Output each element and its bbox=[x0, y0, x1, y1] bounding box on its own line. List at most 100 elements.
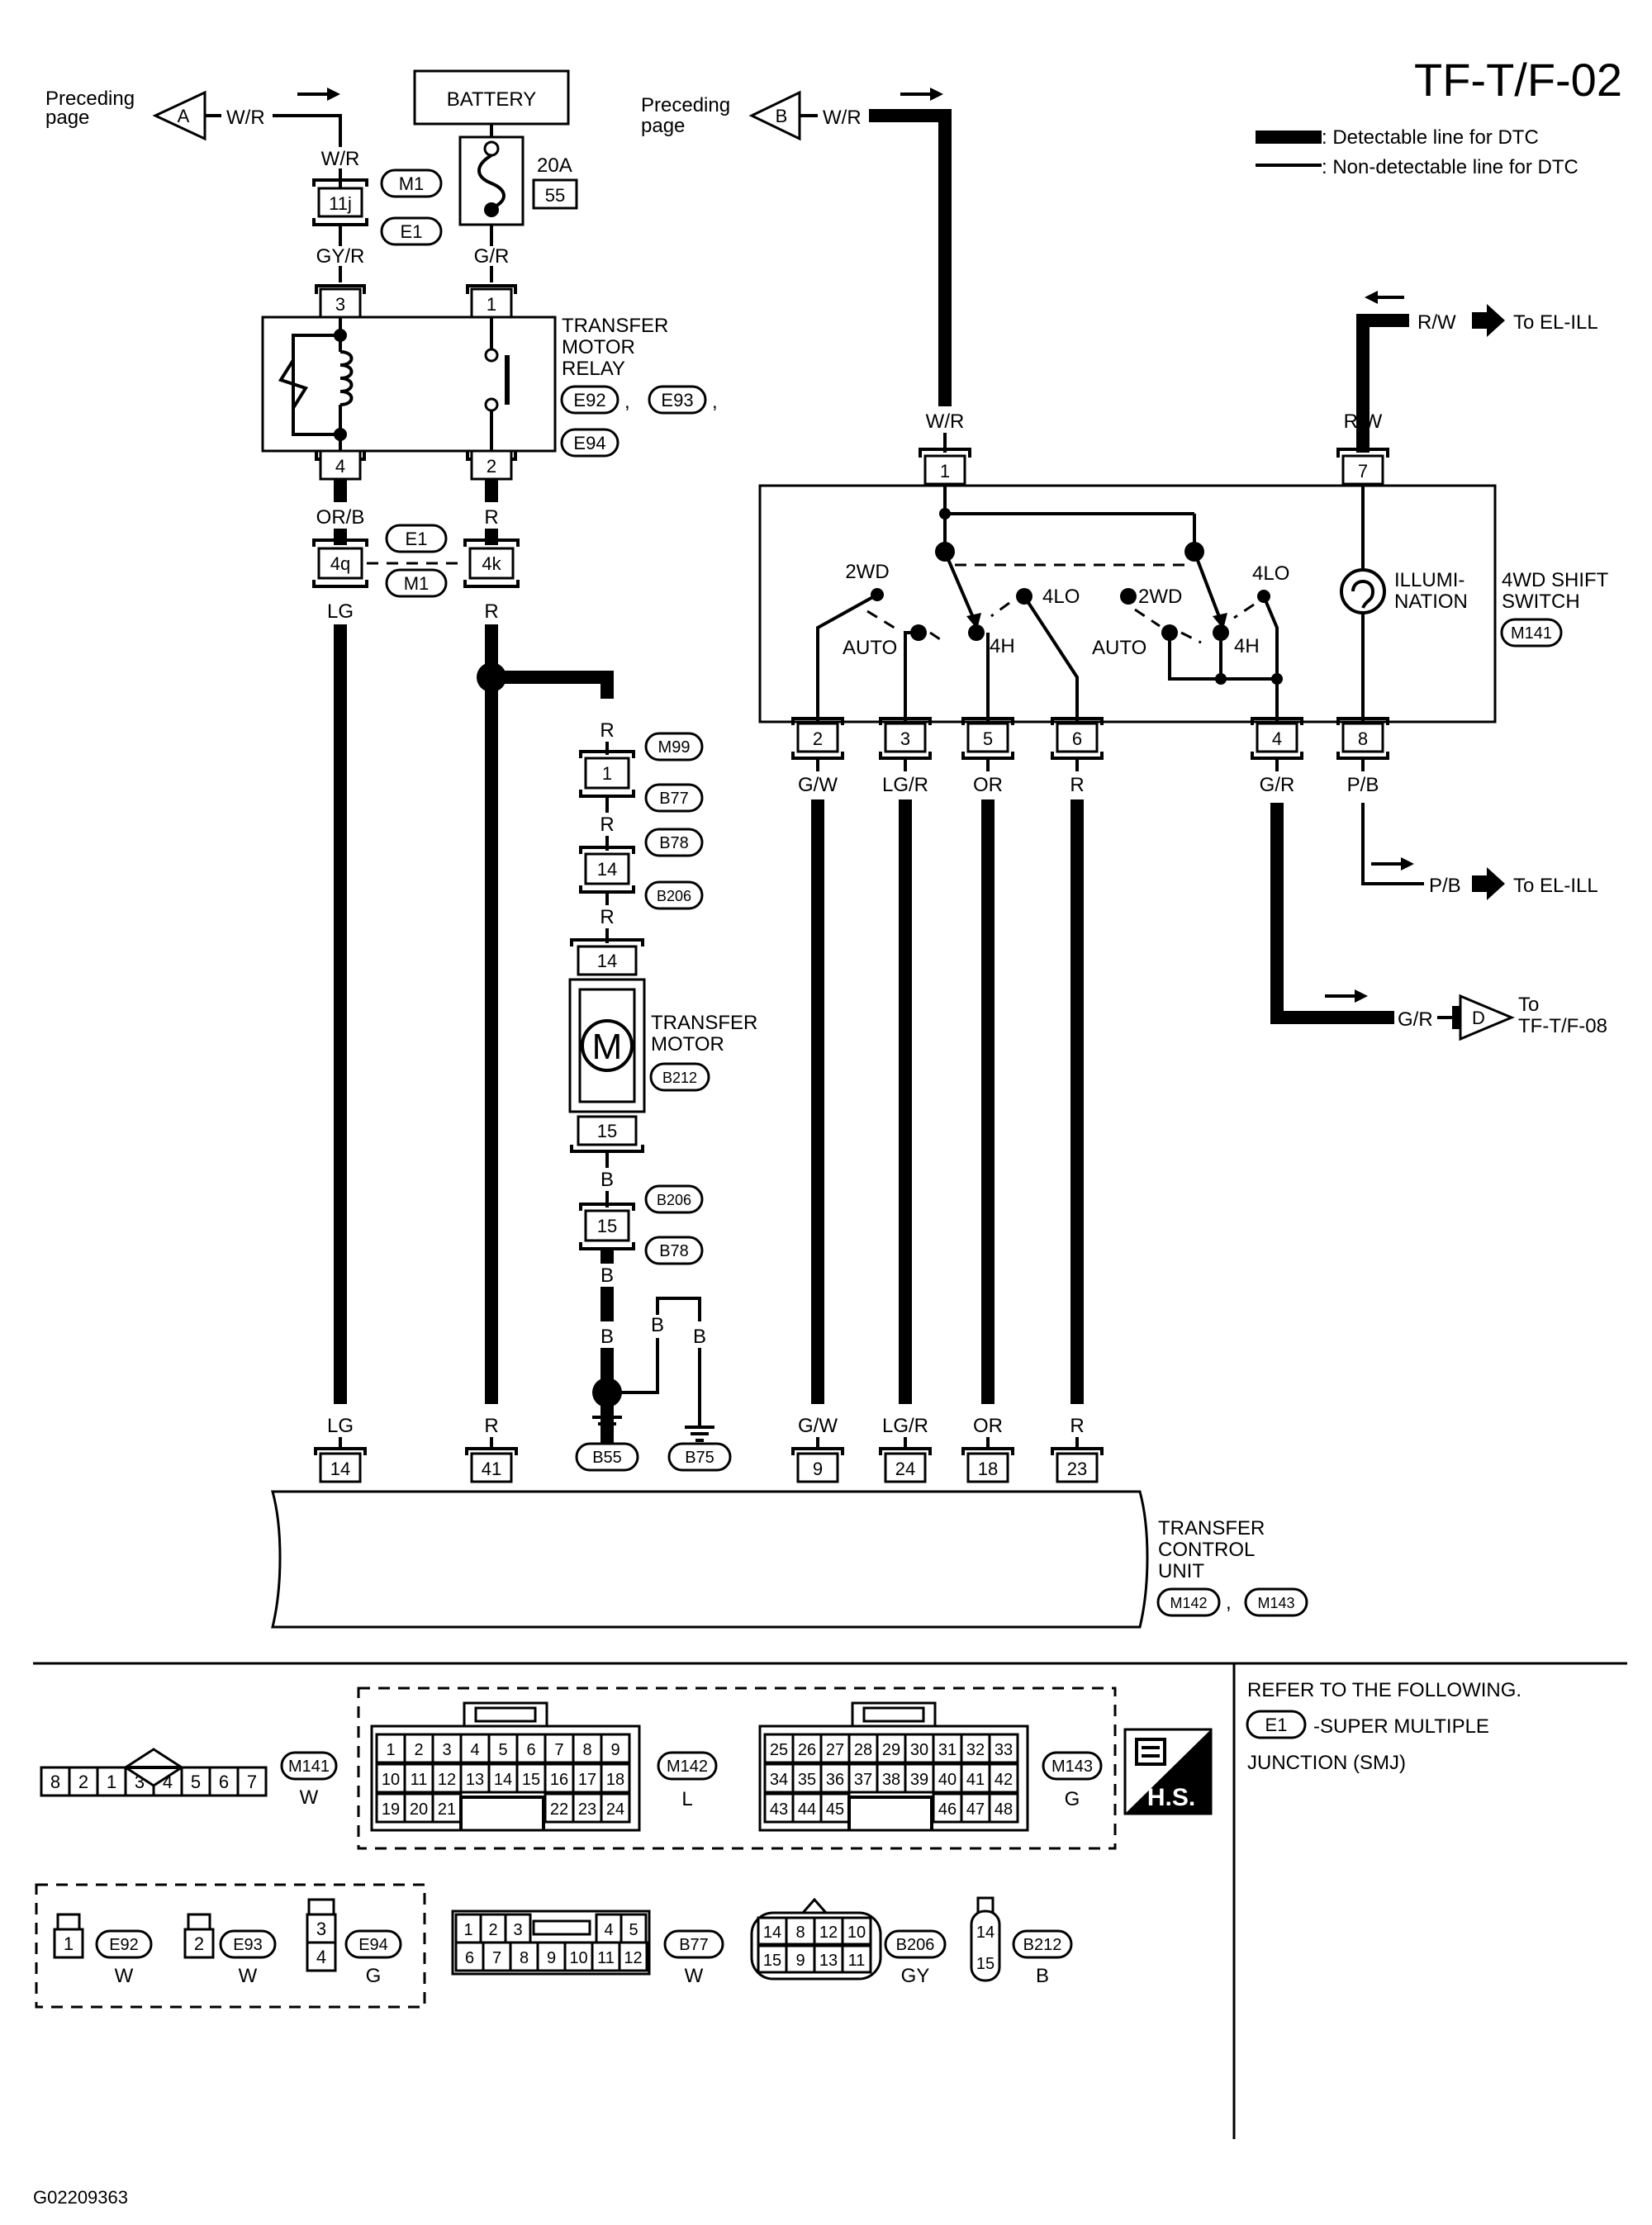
switch-wire-label: R bbox=[1070, 774, 1084, 796]
tcu-pin bbox=[1056, 1452, 1099, 1483]
svg-text:3: 3 bbox=[442, 1741, 451, 1759]
connector-cavity bbox=[431, 1792, 463, 1824]
svg-text:1: 1 bbox=[386, 1741, 395, 1759]
tcu-pin bbox=[796, 1452, 839, 1483]
connector-name: M141 bbox=[288, 1758, 330, 1776]
ground-icon-2 bbox=[685, 1426, 714, 1442]
conn-b78: B78 bbox=[659, 834, 689, 852]
tcu-name: TRANSFER CONTROL UNIT bbox=[1158, 1517, 1270, 1582]
svg-text:7: 7 bbox=[492, 1949, 501, 1967]
switch-pin-8 bbox=[1341, 722, 1384, 753]
connector-cavity bbox=[841, 1916, 872, 1946]
connector-name: B77 bbox=[679, 1936, 709, 1954]
connector-cavity bbox=[459, 1762, 491, 1794]
svg-text:46: 46 bbox=[938, 1800, 957, 1819]
svg-text:E1: E1 bbox=[401, 221, 423, 242]
pin-4q: 4q bbox=[330, 553, 350, 574]
svg-text:25: 25 bbox=[770, 1741, 788, 1759]
connector-cavity bbox=[988, 1792, 1019, 1824]
svg-text:7: 7 bbox=[554, 1741, 563, 1759]
relay-conn-e94: E94 bbox=[573, 433, 605, 453]
motor-name: TRANSFER MOTOR bbox=[651, 1012, 763, 1056]
svg-text:10: 10 bbox=[382, 1771, 400, 1789]
offpage-d-letter: D bbox=[1472, 1008, 1485, 1028]
svg-text:5: 5 bbox=[629, 1921, 638, 1939]
fuse-icon bbox=[477, 154, 506, 210]
connector-color: W bbox=[300, 1786, 319, 1809]
tcu-conn-m142: M142 bbox=[1170, 1595, 1207, 1611]
transfer-control-unit bbox=[271, 1490, 1149, 1629]
relay-name: TRANSFER MOTOR RELAY bbox=[562, 315, 674, 380]
svg-text:15: 15 bbox=[522, 1771, 540, 1789]
connector-cavity bbox=[563, 1941, 594, 1972]
svg-text:5: 5 bbox=[498, 1741, 507, 1759]
relay-body bbox=[261, 315, 557, 453]
connector-cavity bbox=[572, 1762, 603, 1794]
conn-e1-badge bbox=[380, 216, 443, 246]
connector-color: L bbox=[681, 1788, 692, 1810]
switch-wire-label: LG/R bbox=[882, 774, 928, 796]
flow-arrow-right-icon bbox=[1355, 989, 1368, 1003]
svg-text:15: 15 bbox=[763, 1952, 781, 1970]
tcu-wire-label: OR bbox=[973, 1415, 1003, 1437]
svg-text:8: 8 bbox=[50, 1772, 60, 1792]
svg-text:B: B bbox=[693, 1326, 706, 1348]
wire-label-r-relay: R bbox=[484, 506, 498, 529]
page-title: TF-T/F-02 bbox=[1414, 54, 1622, 106]
connector-cavity bbox=[960, 1792, 991, 1824]
connector-cavity bbox=[68, 1766, 99, 1797]
connector-cavity bbox=[183, 1928, 215, 1959]
wire-label-gyr: GY/R bbox=[316, 245, 365, 268]
dashed-group-e92-e94 bbox=[35, 1883, 426, 2009]
connector-cavity bbox=[932, 1733, 963, 1764]
svg-text:14: 14 bbox=[976, 1924, 995, 1942]
svg-text:11: 11 bbox=[597, 1949, 615, 1967]
svg-text:43: 43 bbox=[770, 1800, 788, 1819]
tcu-conn-m143: M143 bbox=[1257, 1595, 1294, 1611]
connector-color: W bbox=[115, 1965, 134, 1987]
switch-pin-label: 2 bbox=[813, 728, 823, 749]
connector-cavity bbox=[306, 1913, 337, 1944]
pos-4lo-a: 4LO bbox=[1042, 586, 1080, 608]
battery-label: BATTERY bbox=[447, 88, 536, 111]
relay-diode-icon bbox=[278, 358, 309, 410]
svg-text:2: 2 bbox=[194, 1933, 204, 1954]
connector-cavity bbox=[841, 1944, 872, 1974]
wire-label-wr-a: W/R bbox=[321, 148, 360, 170]
svg-text:36: 36 bbox=[826, 1771, 844, 1789]
connector-name: E94 bbox=[358, 1936, 388, 1954]
svg-text:12: 12 bbox=[438, 1771, 456, 1789]
svg-text:45: 45 bbox=[826, 1800, 844, 1819]
ground-b55: B55 bbox=[592, 1449, 622, 1467]
tcu-wire-label: R bbox=[484, 1415, 498, 1437]
harness-side-icon bbox=[1135, 1738, 1166, 1766]
relay-conn-e93: E93 bbox=[661, 390, 693, 410]
svg-text:13: 13 bbox=[819, 1952, 838, 1970]
wire-label-orb: OR/B bbox=[316, 506, 365, 529]
svg-text:3: 3 bbox=[513, 1921, 522, 1939]
connector-cavity bbox=[763, 1762, 795, 1794]
connector-color: G bbox=[1065, 1788, 1080, 1810]
pos-4h-b: 4H bbox=[1234, 635, 1260, 657]
svg-text:14: 14 bbox=[494, 1771, 512, 1789]
switch-wire-rw: R/W bbox=[1344, 410, 1383, 433]
svg-text:2: 2 bbox=[487, 456, 496, 477]
flow-arrow-right-icon bbox=[930, 88, 943, 101]
offpage-a-wire: W/R bbox=[226, 107, 265, 129]
connector-cavity bbox=[600, 1733, 631, 1764]
switch-wire-label: G/R bbox=[1260, 774, 1295, 796]
svg-text:14: 14 bbox=[597, 951, 617, 971]
svg-text:4: 4 bbox=[316, 1947, 326, 1967]
offpage-b-wire: W/R bbox=[823, 107, 862, 129]
figure-id: G02209363 bbox=[33, 2187, 128, 2208]
connector-cavity bbox=[988, 1762, 1019, 1794]
svg-text:1: 1 bbox=[940, 461, 950, 482]
svg-text:41: 41 bbox=[482, 1459, 501, 1479]
svg-text:8: 8 bbox=[520, 1949, 529, 1967]
refer-conn: E1 bbox=[1265, 1715, 1288, 1735]
hs-badge: H.S. bbox=[1123, 1728, 1213, 1815]
wire-label-r-2: R bbox=[484, 600, 498, 623]
connector-name: E92 bbox=[109, 1936, 139, 1954]
svg-text:14: 14 bbox=[597, 859, 617, 880]
